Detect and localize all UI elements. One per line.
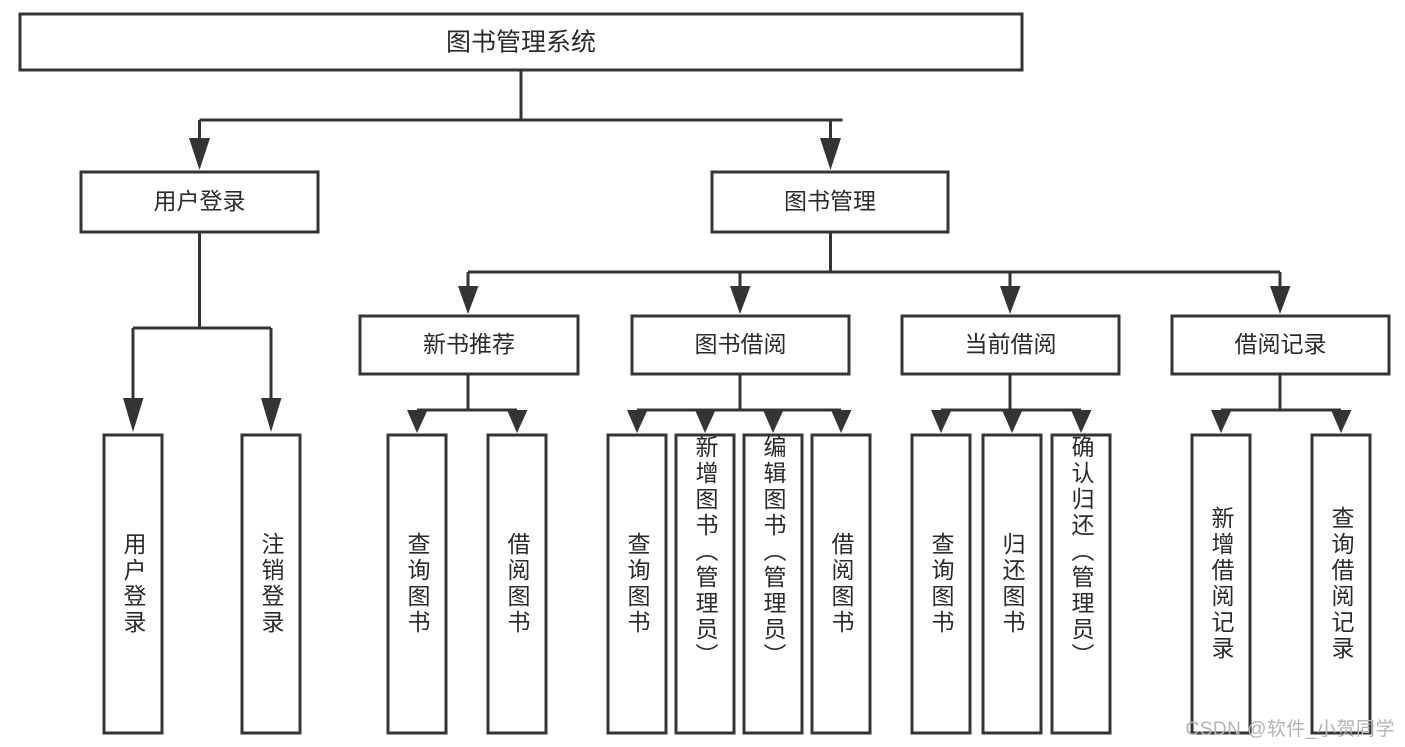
arrow-head-leaf-query-record <box>1331 410 1352 433</box>
node-user-login-box[interactable] <box>79 170 320 234</box>
arrow-head-leaf-user-login <box>123 398 144 432</box>
arrow-head-book-manage <box>820 138 841 170</box>
leaf-box-return-book[interactable] <box>981 433 1043 735</box>
arrow-head-current-borrow <box>1000 286 1021 314</box>
leaf-node-group <box>102 433 1372 735</box>
node-user-login[interactable]: 用户登录 <box>79 170 320 234</box>
arrow-head-borrow-record <box>1270 286 1291 314</box>
node-user-login-label: 用户登录 <box>154 188 246 214</box>
leaf-box-borrow-book-1[interactable] <box>486 433 548 735</box>
leaf-box-user-login[interactable] <box>102 433 164 735</box>
arrow-head-leaf-add-book <box>695 410 716 433</box>
node-book-manage-box[interactable] <box>710 170 950 234</box>
node-current-borrow[interactable]: 当前借阅 <box>900 314 1121 376</box>
leaf-box-user-logout[interactable] <box>240 433 302 735</box>
node-borrow-record-label: 借阅记录 <box>1235 331 1327 357</box>
connector-group-new-book-rec <box>407 374 528 433</box>
arrow-head-book-borrow <box>730 286 751 314</box>
arrow-head-leaf-return-book <box>1002 410 1023 433</box>
connector-group-book-borrow <box>627 374 852 433</box>
connector-group-user-login <box>123 232 282 432</box>
leaf-box-edit-book[interactable] <box>742 433 804 735</box>
node-root-box[interactable] <box>18 12 1024 72</box>
csdn-watermark: CSDN @软件_小贺同学 <box>1185 719 1395 740</box>
node-current-borrow-label: 当前借阅 <box>965 331 1057 357</box>
leaf-box-query-book-1[interactable] <box>386 433 448 735</box>
connector-group-current-borrow <box>931 374 1092 433</box>
node-borrow-record[interactable]: 借阅记录 <box>1170 314 1391 376</box>
connector-group-borrow-record <box>1211 374 1352 433</box>
node-root[interactable]: 图书管理系统 <box>18 12 1024 72</box>
node-new-book-rec-box[interactable] <box>358 314 580 376</box>
leaf-box-confirm-return[interactable] <box>1050 433 1112 735</box>
arrow-head-leaf-user-logout <box>261 398 282 432</box>
leaf-box-borrow-book-2[interactable] <box>810 433 872 735</box>
connector-group-root <box>189 70 843 170</box>
node-root-label: 图书管理系统 <box>446 29 596 57</box>
node-book-borrow[interactable]: 图书借阅 <box>630 314 851 376</box>
node-current-borrow-box[interactable] <box>900 314 1121 376</box>
leaf-box-query-book-2[interactable] <box>606 433 668 735</box>
arrow-head-leaf-edit-book <box>763 410 784 433</box>
arrow-head-leaf-borrow-book-2 <box>831 410 852 433</box>
arrow-head-leaf-query-book-1 <box>407 410 428 433</box>
leaf-box-query-book-3[interactable] <box>910 433 972 735</box>
node-book-manage-label: 图书管理 <box>784 188 876 214</box>
node-book-borrow-label: 图书借阅 <box>695 331 787 357</box>
arrow-head-leaf-confirm-return <box>1071 410 1092 433</box>
arrow-head-user-login <box>189 138 210 170</box>
arrow-head-leaf-borrow-book-1 <box>507 410 528 433</box>
leaf-box-query-record[interactable] <box>1310 433 1372 735</box>
arrow-head-leaf-add-record <box>1211 410 1232 433</box>
connector-group-book-manage <box>458 232 1291 314</box>
leaf-box-add-record[interactable] <box>1190 433 1252 735</box>
node-new-book-rec[interactable]: 新书推荐 <box>358 314 580 376</box>
node-book-manage[interactable]: 图书管理 <box>710 170 950 234</box>
node-book-borrow-box[interactable] <box>630 314 851 376</box>
arrow-head-new-book-rec <box>458 286 479 314</box>
arrow-head-leaf-query-book-2 <box>627 410 648 433</box>
leaf-box-add-book[interactable] <box>674 433 736 735</box>
node-borrow-record-box[interactable] <box>1170 314 1391 376</box>
arrow-head-leaf-query-book-3 <box>931 410 952 433</box>
node-new-book-rec-label: 新书推荐 <box>423 331 515 357</box>
